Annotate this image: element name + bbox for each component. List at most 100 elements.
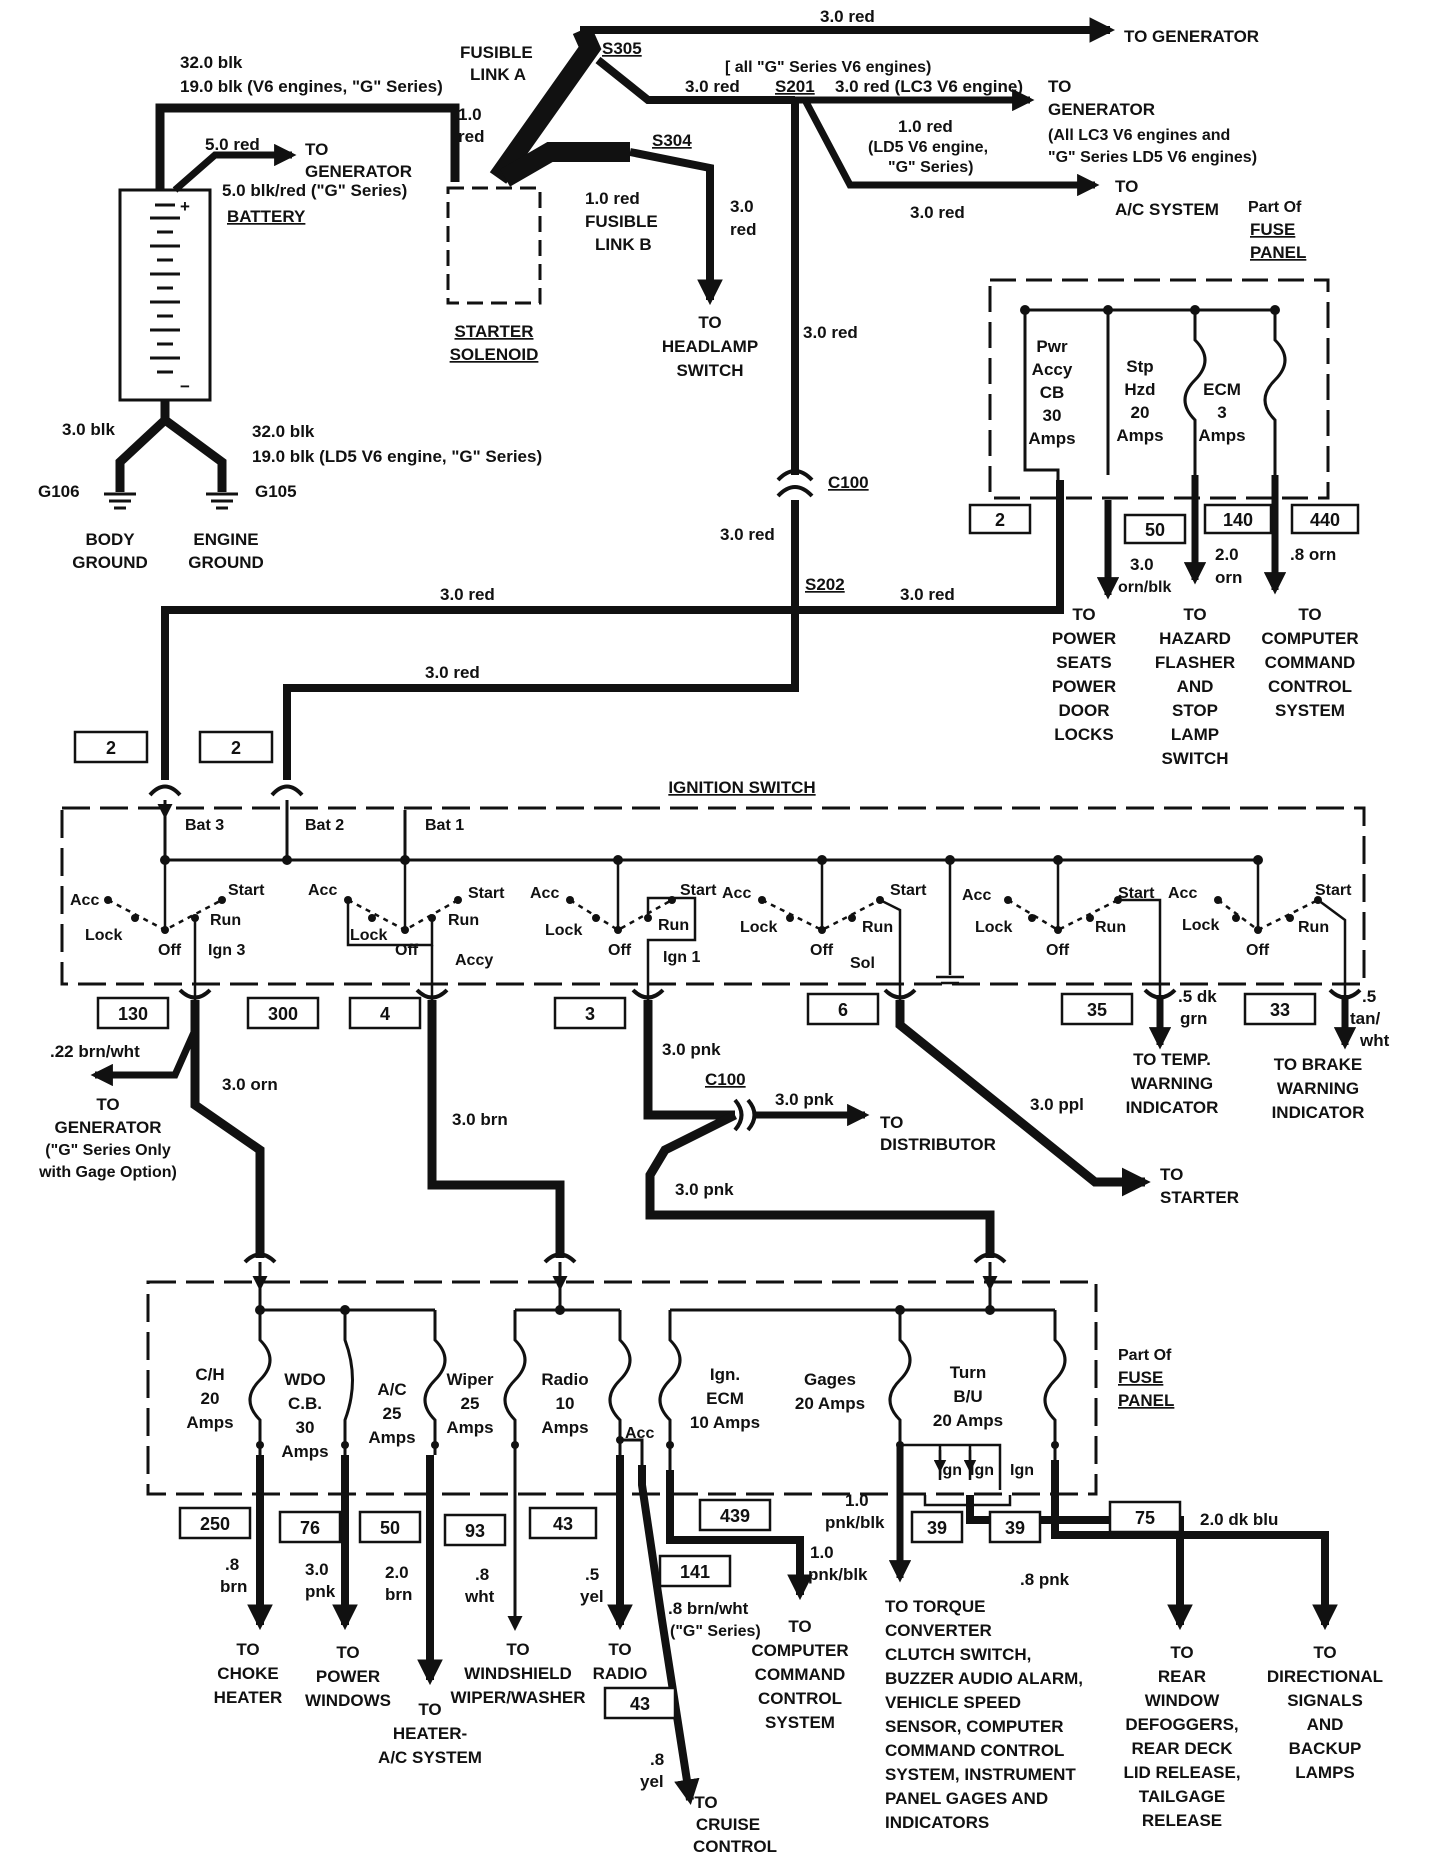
- pnk-wire-3: 3.0 pnk: [675, 1180, 734, 1199]
- svg-text:Accy: Accy: [1032, 360, 1073, 379]
- s305-label: S305: [602, 39, 642, 58]
- to-starter-2: STARTER: [1160, 1188, 1239, 1207]
- engine-ground-1: ENGINE: [193, 530, 258, 549]
- to-distributor-1: TO: [880, 1113, 903, 1132]
- ground-icon: [104, 492, 238, 510]
- to-gen-b2: GENERATOR: [1048, 100, 1155, 119]
- ign-label-3: Ign: [1010, 1462, 1034, 1479]
- svg-text:Ign.: Ign.: [710, 1365, 740, 1384]
- svg-text:20: 20: [201, 1389, 220, 1408]
- gen-wire-mid: .22 brn/wht: [50, 1042, 140, 1061]
- svg-text:10 Amps: 10 Amps: [690, 1413, 760, 1432]
- ign-label-2: Ign: [970, 1462, 994, 1479]
- battery-wire-gen2: 5.0 blk/red ("G" Series): [222, 181, 407, 200]
- svg-text:COMMAND: COMMAND: [1265, 653, 1356, 672]
- svg-text:30: 30: [296, 1418, 315, 1437]
- svg-text:TO: TO: [1183, 605, 1206, 624]
- svg-text:Amps: Amps: [186, 1413, 233, 1432]
- circuit-box-33: [1243, 992, 1317, 1026]
- fusible-b-2: LINK B: [595, 235, 652, 254]
- orn-wire: 3.0 orn: [222, 1075, 278, 1094]
- g105-label: G105: [255, 482, 297, 501]
- ign-switch-section-5: Acc Lock Off Start Run: [962, 860, 1162, 1000]
- svg-text:6: 6: [838, 1000, 848, 1020]
- to-headlamp-2: HEADLAMP: [662, 337, 758, 356]
- svg-text:93: 93: [465, 1521, 485, 1541]
- to-ac-1: TO: [1115, 177, 1138, 196]
- svg-text:WIPER/WASHER: WIPER/WASHER: [450, 1688, 585, 1707]
- dest-hazard-flasher: TO HAZARD FLASHER AND STOP LAMP SWITCH: [1155, 605, 1235, 768]
- svg-text:SYSTEM, INSTRUMENT: SYSTEM, INSTRUMENT: [885, 1765, 1076, 1784]
- fuse-acc-label: Acc: [625, 1425, 654, 1442]
- headlamp-wire2: red: [730, 220, 756, 239]
- svg-text:DOOR: DOOR: [1059, 701, 1110, 720]
- svg-text:TO: TO: [336, 1643, 359, 1662]
- part-of-top-1: Part Of: [1248, 199, 1302, 216]
- dest-heater-ac: TO HEATER- A/C SYSTEM: [378, 1700, 482, 1767]
- g106-label: G106: [38, 482, 80, 501]
- fuse-ign-ecm-label: Ign. ECM 10 Amps: [690, 1365, 760, 1432]
- ld5-1: 1.0 red: [898, 117, 953, 136]
- svg-text:TAILGAGE: TAILGAGE: [1139, 1787, 1226, 1806]
- dest-computer-command-bottom: TO COMPUTER COMMAND CONTROL SYSTEM: [751, 1617, 848, 1732]
- svg-text:39: 39: [1005, 1518, 1025, 1538]
- dest-rear-window-defoggers: TO REAR WINDOW DEFOGGERS, REAR DECK LID …: [1123, 1643, 1240, 1830]
- defog-wire: .8 pnk: [1020, 1570, 1070, 1589]
- svg-text:140: 140: [1223, 510, 1253, 530]
- cc-wire: .8 orn: [1290, 545, 1336, 564]
- dest-power-windows: TO POWER WINDOWS: [305, 1643, 391, 1710]
- svg-text:Ign 3: Ign 3: [208, 942, 245, 959]
- svg-text:Amps: Amps: [281, 1442, 328, 1461]
- svg-text:76: 76: [300, 1518, 320, 1538]
- to-generator-top: TO GENERATOR: [1124, 27, 1259, 46]
- circuit-box-39-b: [988, 1510, 1042, 1544]
- wiper-wire-1: .8: [475, 1565, 489, 1584]
- svg-text:RADIO: RADIO: [593, 1664, 648, 1683]
- body-ground-2: GROUND: [72, 553, 148, 572]
- fusible-a-wire1: 1.0: [458, 105, 482, 124]
- svg-text:25: 25: [383, 1404, 402, 1423]
- battery-wire-top1: 32.0 blk: [180, 53, 243, 72]
- bus-left-wire: 3.0 red: [440, 585, 495, 604]
- svg-text:CONTROL: CONTROL: [693, 1837, 777, 1856]
- svg-text:AND: AND: [1307, 1715, 1344, 1734]
- svg-text:VEHICLE SPEED: VEHICLE SPEED: [885, 1693, 1021, 1712]
- svg-text:TO: TO: [236, 1640, 259, 1659]
- svg-text:BACKUP: BACKUP: [1289, 1739, 1362, 1758]
- ld5-3: "G" Series): [888, 159, 973, 176]
- dest-choke-heater: TO CHOKE HEATER: [214, 1640, 283, 1707]
- circuit-box-93: [443, 1513, 507, 1547]
- bottom-fuses: [248, 1310, 1067, 1580]
- svg-text:20 Amps: 20 Amps: [933, 1411, 1003, 1430]
- circuit-box-50-top: [1123, 513, 1187, 545]
- svg-text:ECM: ECM: [1203, 380, 1241, 399]
- svg-text:Amps: Amps: [541, 1418, 588, 1437]
- fusible-a-wire2: red: [458, 127, 484, 146]
- pwr-accy-cb-label: Pwr Accy CB 30 Amps: [1028, 337, 1075, 448]
- gen-wire-label: 3.0 red: [820, 7, 875, 26]
- brake-wire-1: .5: [1362, 987, 1376, 1006]
- svg-text:DEFOGGERS,: DEFOGGERS,: [1125, 1715, 1238, 1734]
- svg-text:Lock: Lock: [740, 919, 777, 936]
- circuit-box-130: [96, 996, 170, 1030]
- svg-text:39: 39: [927, 1518, 947, 1538]
- svg-text:Ign 1: Ign 1: [663, 949, 700, 966]
- battery: + − BATTERY: [118, 188, 306, 402]
- svg-text:WARNING: WARNING: [1277, 1079, 1359, 1098]
- battery-label: BATTERY: [227, 207, 306, 226]
- circuit-box-75: [1108, 1500, 1182, 1534]
- circuit-box-250: [178, 1506, 252, 1540]
- svg-text:ECM: ECM: [706, 1389, 744, 1408]
- svg-text:LOCKS: LOCKS: [1054, 725, 1114, 744]
- circuit-box-43-b: [603, 1686, 677, 1720]
- svg-text:2: 2: [231, 738, 241, 758]
- svg-text:CLUTCH SWITCH,: CLUTCH SWITCH,: [885, 1645, 1031, 1664]
- main-wire-2: 3.0 red: [720, 525, 775, 544]
- brn-wire: 3.0 brn: [452, 1110, 508, 1129]
- svg-text:Amps: Amps: [1198, 426, 1245, 445]
- circuit-box-39-a: [910, 1510, 964, 1544]
- svg-text:35: 35: [1087, 1000, 1107, 1020]
- svg-text:COMMAND CONTROL: COMMAND CONTROL: [885, 1741, 1064, 1760]
- svg-text:SEATS: SEATS: [1056, 653, 1111, 672]
- svg-text:2: 2: [106, 738, 116, 758]
